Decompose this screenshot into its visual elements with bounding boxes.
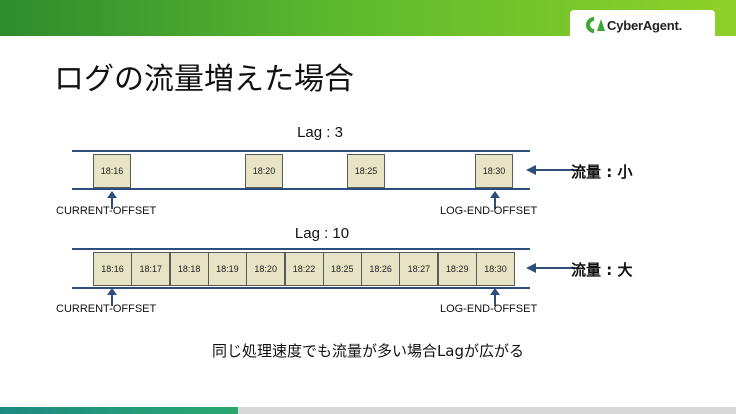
lag-label-low: Lag : 3 (297, 124, 343, 141)
log-rail-bottom-low (72, 188, 530, 190)
message-box: 18:27 (399, 252, 439, 286)
message-box: 18:29 (437, 252, 477, 286)
current-offset-label: CURRENT-OFFSET (56, 205, 157, 217)
log-end-offset-arrow-icon (490, 191, 500, 209)
message-box: 18:17 (131, 252, 171, 286)
cyberagent-logo-icon (586, 17, 605, 33)
flow-label-high: 流量 : 大 (571, 261, 633, 279)
flow-arrow-icon (526, 165, 578, 175)
flow-label-low: 流量 : 小 (571, 163, 633, 181)
log-rail-top-high (72, 248, 530, 250)
caption: 同じ処理速度でも流量が多い場合Lagが広がる (211, 342, 525, 360)
message-box: 18:20 (245, 154, 283, 188)
slide-title: ログの流量増えた場合 (54, 62, 354, 97)
current-offset-arrow-icon (107, 288, 117, 306)
log-rail-top-low (72, 150, 530, 152)
logo-text: CyberAgent. (607, 18, 683, 33)
log-rail-bottom-high (72, 287, 530, 289)
message-box: 18:18 (169, 252, 209, 286)
message-box: 18:30 (475, 154, 513, 188)
lag-label-high: Lag : 10 (294, 225, 350, 242)
message-box: 18:16 (93, 252, 132, 286)
log-end-offset-label: LOG-END-OFFSET (440, 303, 538, 315)
footer-bar (238, 407, 736, 414)
current-offset-arrow-icon (107, 191, 117, 209)
log-end-offset-arrow-icon (490, 288, 500, 306)
message-box: 18:26 (361, 252, 401, 286)
logo-tab (570, 10, 715, 42)
message-box: 18:25 (347, 154, 385, 188)
message-box: 18:25 (322, 252, 362, 286)
message-box: 18:16 (93, 154, 131, 188)
message-box: 18:22 (284, 252, 324, 286)
flow-arrow-icon (526, 263, 578, 273)
log-end-offset-label: LOG-END-OFFSET (440, 205, 538, 217)
message-box: 18:20 (246, 252, 286, 286)
message-box: 18:19 (207, 252, 247, 286)
footer-bar-accent (0, 407, 238, 414)
message-box: 18:30 (476, 252, 515, 286)
current-offset-label: CURRENT-OFFSET (56, 303, 157, 315)
